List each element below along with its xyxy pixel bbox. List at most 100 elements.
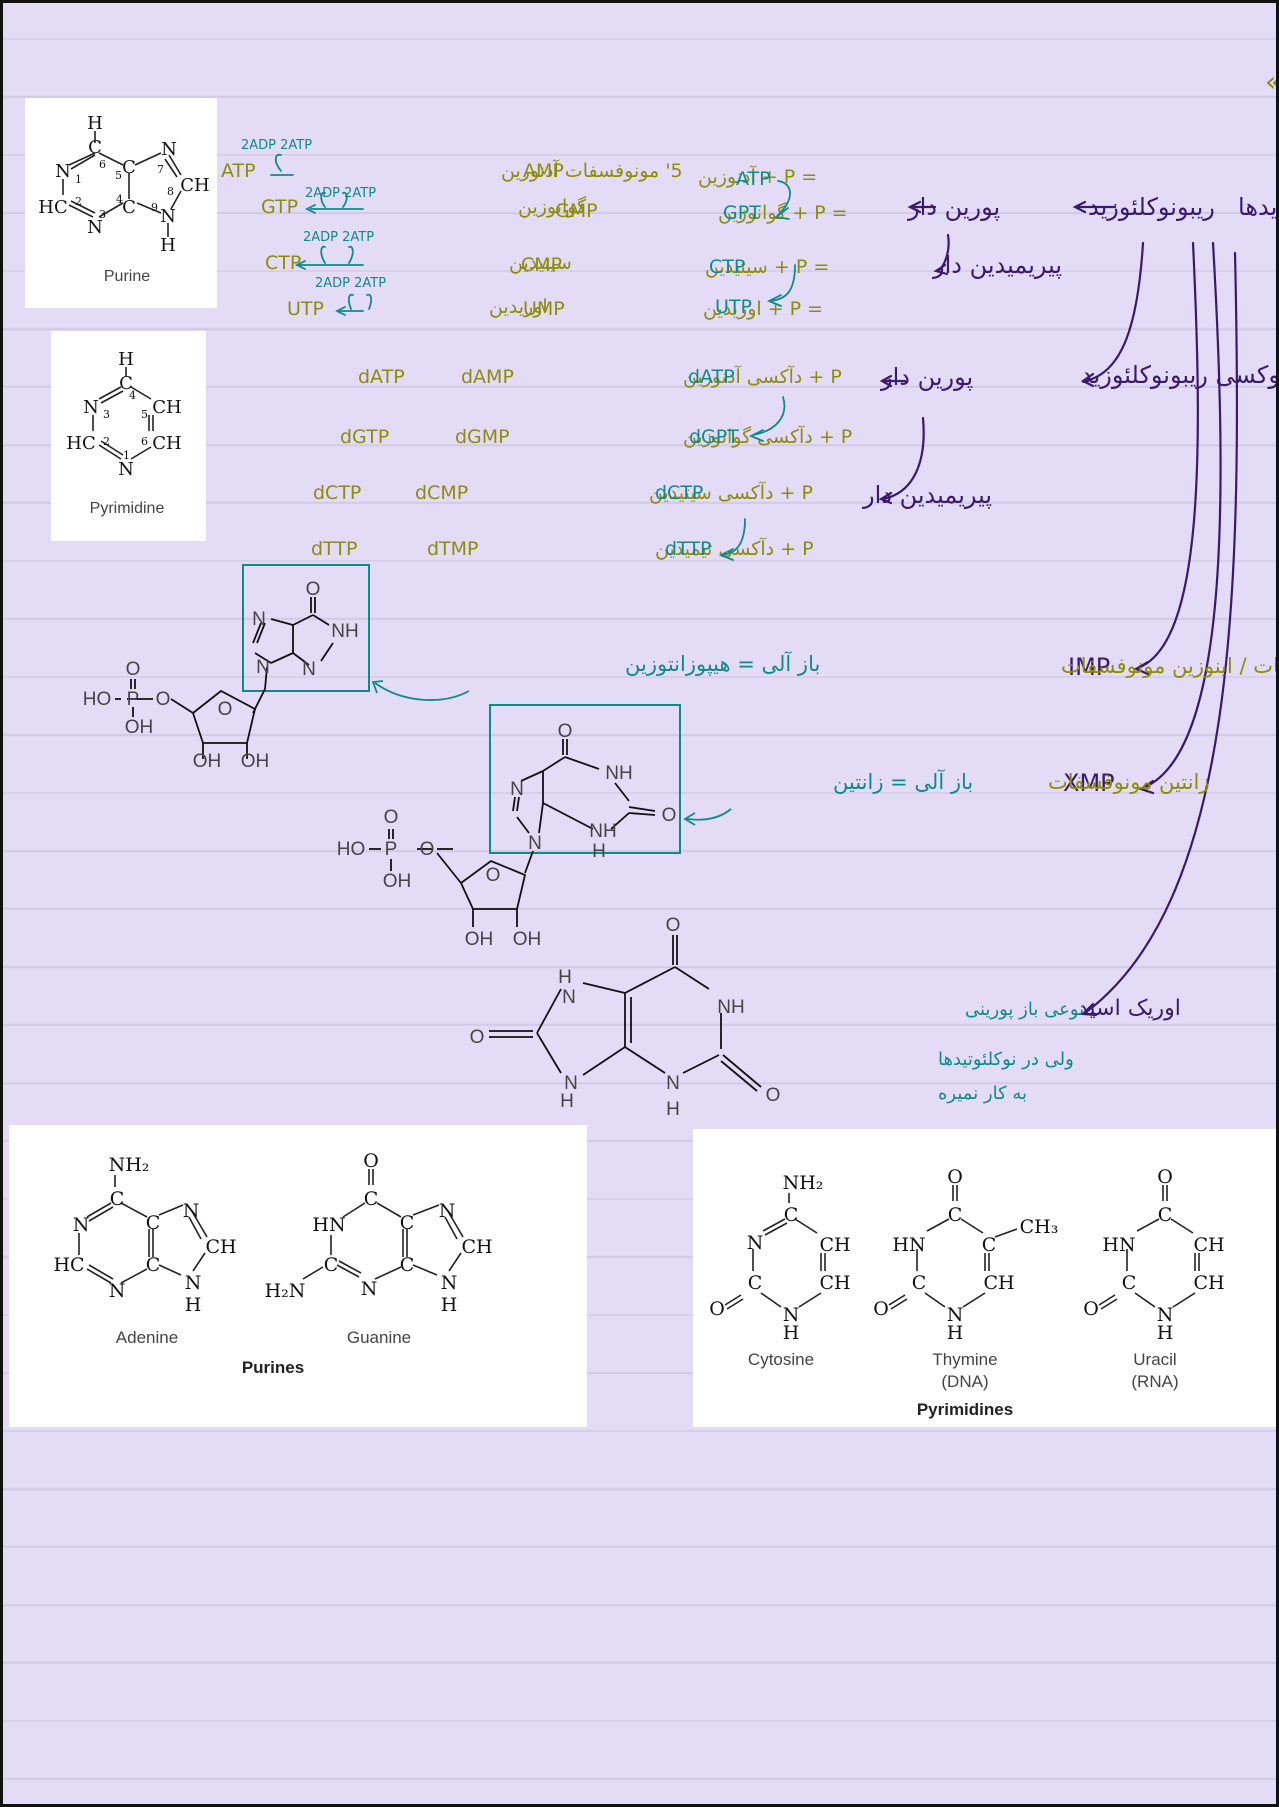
uric-note-3: به کار نمیره [938, 1083, 1027, 1104]
purine-num-3: 3 [99, 208, 106, 221]
row-product: dATP [358, 366, 405, 388]
row-ntp: CTP [709, 256, 745, 278]
tree-deoxy: دئوکسی ریبونوکلئوزید [1081, 361, 1276, 389]
atom-o: O [709, 1298, 725, 1320]
deoxy-row-dgtp: dGTP dGMP P + دآکسی گوانوزین dGPT [340, 424, 852, 448]
atom-ch: CH [983, 1272, 1014, 1294]
atom-h: H [441, 1294, 458, 1316]
atom-o: O [662, 805, 677, 826]
pyrimidines-bases-card: NH₂ C N CH C CH O N H Cytosine O C CH₃ H… [693, 1129, 1276, 1427]
imp-block: IMP هیپوزانتوزین مونوفسفات / اینوزین مون… [371, 651, 1276, 701]
atom-n: N [441, 1272, 458, 1294]
atom-c: C [1122, 1272, 1137, 1294]
purine-atom-n9: N [160, 206, 176, 227]
atom-o: O [218, 699, 233, 720]
row-nmp: CMP [521, 254, 562, 276]
atom-o: O [156, 689, 171, 710]
purine-atom-ch8: CH [180, 175, 209, 196]
atom-h: H [947, 1322, 964, 1344]
atom-hc: HC [53, 1254, 84, 1276]
atom-c: C [146, 1254, 161, 1276]
row-nmp: AMP [523, 160, 564, 182]
atom-c: C [982, 1234, 997, 1256]
adenine-label: Adenine [116, 1328, 178, 1347]
atom-ch: CH [1193, 1272, 1224, 1294]
atom-n: N [109, 1280, 126, 1302]
atom-n: N [510, 779, 524, 800]
atom-oh: OH [241, 751, 270, 772]
row-mono: سیتیدین [509, 252, 572, 274]
atom-ch3: CH₃ [1020, 1216, 1059, 1238]
uric-note-1: نوعی باز پورینی [965, 999, 1084, 1020]
imp-code: IMP [1068, 653, 1110, 681]
pyrimidines-caption: Pyrimidines [917, 1400, 1013, 1419]
purine-num-2: 2 [75, 195, 82, 208]
adp-atp-note: 2ADP 2ATP [303, 230, 374, 245]
row-nmp: UMP [523, 298, 565, 320]
atom-c: C [400, 1254, 415, 1276]
thymine-label: Thymine [932, 1350, 997, 1369]
tree-pyrimidine-dar: پیریمیدین دار [932, 251, 1062, 279]
atom-n: N [252, 609, 266, 630]
pyrimidine-atom-n1: N [118, 459, 134, 480]
atom-o: O [666, 915, 681, 936]
atom-n: N [747, 1232, 764, 1254]
imp-structure: O NH N N N O O O HO P OH OH OH [83, 564, 370, 772]
atom-o: O [873, 1298, 889, 1320]
xmp-name: زانتین مونوفسفات [1048, 770, 1210, 794]
deoxy-reactions: dATP dAMP P + دآکسی آدنوزین dATP dGTP dG… [311, 364, 852, 561]
row-eq: = P + اوریدین [703, 298, 823, 320]
atom-oh: OH [125, 717, 154, 738]
uric-block: اوریک اسید نوعی باز پورینی ولی در نوکلئو… [938, 996, 1181, 1104]
atom-n: N [666, 1073, 680, 1094]
row-ntp: ATP [736, 168, 771, 190]
purine-atom-h9: H [160, 235, 176, 256]
atom-oh: OH [465, 929, 494, 950]
row-ntp: GPT [723, 202, 761, 224]
atom-n: N [302, 659, 316, 680]
purine-atom-n3: N [87, 217, 103, 238]
pyrimidine-num-2: 2 [103, 435, 110, 448]
purine-atom-c4: C [122, 197, 136, 218]
atom-n: N [439, 1200, 456, 1222]
atom-n: N [185, 1272, 202, 1294]
atom-h: H [560, 1091, 574, 1112]
purine-atom-c5: C [122, 157, 136, 178]
atom-ch: CH [461, 1236, 492, 1258]
row-eq: P + دآکسی گوانوزین [683, 424, 852, 448]
pyrimidine-num-4: 4 [129, 389, 136, 402]
atom-n: N [361, 1278, 378, 1300]
uracil-label: Uracil [1133, 1350, 1176, 1369]
row-eq: P + دآکسی تیمیدین [655, 536, 814, 560]
atom-n: N [947, 1304, 964, 1326]
notes-canvas: « متابولیسم نوکلئیک اسیدها » H C N N C C… [9, 65, 1276, 1427]
purine-atom-n7: N [161, 139, 177, 160]
row-product: GTP [261, 196, 298, 218]
deoxy-row-dttp: dTTP dTMP P + دآکسی تیمیدین dTTP [311, 536, 814, 560]
xmp-base: باز آلی = زانتین [833, 769, 973, 794]
atom-hn: HN [312, 1214, 345, 1236]
atom-nh: NH [331, 621, 358, 642]
xmp-block: XMP زانتین مونوفسفات باز آلی = زانتین [683, 769, 1210, 826]
purine-num-4: 4 [116, 193, 123, 206]
atom-h: H [783, 1322, 800, 1344]
thymine-sub: (DNA) [941, 1372, 988, 1391]
atom-c: C [400, 1212, 415, 1234]
atom-nh2: NH₂ [783, 1172, 824, 1194]
atom-nh2: NH₂ [109, 1154, 150, 1176]
xmp-structure: O NH N O NH H N O O HO P O OH OH OH [337, 704, 681, 950]
atom-h: H [185, 1294, 202, 1316]
row-mono: اوریدین [489, 296, 548, 318]
atom-o: O [126, 659, 141, 680]
pyrimidine-num-1: 1 [123, 449, 130, 462]
atom-ch: CH [819, 1272, 850, 1294]
ribo-row-utp: 2ADP 2ATP UTP اوریدین UMP = P + اوریدین … [287, 276, 823, 320]
atom-p: P [385, 839, 398, 860]
row-mono: گوانوزین [518, 195, 587, 218]
atom-c: C [912, 1272, 927, 1294]
row-ntp: dGPT [689, 426, 739, 448]
row-product: UTP [287, 298, 324, 320]
purines-bases-card: NH₂ C N N C CH HC C N N H Adenine O C HN… [9, 1125, 587, 1427]
pyrimidine-label: Pyrimidine [90, 500, 165, 517]
row-nmp: dGMP [455, 426, 510, 448]
